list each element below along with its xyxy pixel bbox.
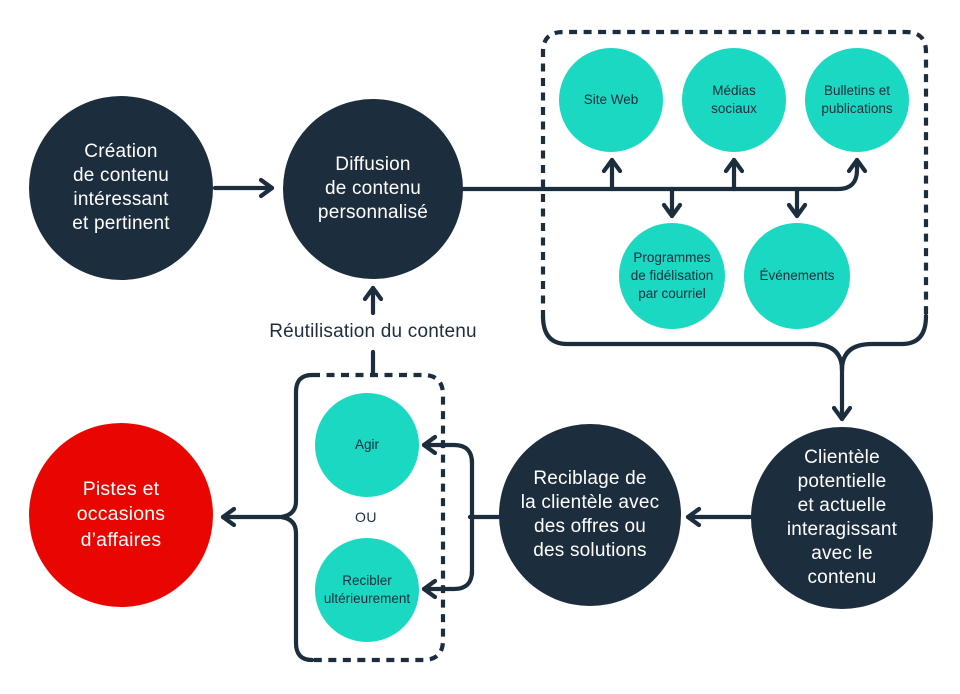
node-bulletins: Bulletins et publications xyxy=(805,48,909,152)
arrow-diffusion-to-bulletins xyxy=(459,157,868,192)
node-medias-sociaux: Médias sociaux xyxy=(682,48,786,152)
or-label: OU xyxy=(355,509,377,525)
node-reciblage: Reciblage de la clientèle avec des offre… xyxy=(499,424,681,606)
node-diffusion-label: Diffusion de contenu personnalisé xyxy=(317,153,429,224)
node-medias-sociaux-label: Médias sociaux xyxy=(711,83,757,116)
node-creation: Création de contenu intéressant et perti… xyxy=(29,96,213,280)
node-creation-label: Création de contenu intéressant et perti… xyxy=(72,140,170,235)
node-programmes-label: Programmes de fidélisation par courriel xyxy=(630,250,714,301)
node-agir-label: Agir xyxy=(354,437,379,453)
node-diffusion: Diffusion de contenu personnalisé xyxy=(283,99,463,279)
node-evenements: Événements xyxy=(744,223,850,329)
channels-funnel-right xyxy=(839,313,929,373)
node-recibler: Recibler ultérieurement xyxy=(315,538,419,642)
decision-brace xyxy=(280,372,315,663)
node-bulletins-label: Bulletins et publications xyxy=(821,83,893,116)
node-agir: Agir xyxy=(315,393,419,497)
node-site-web-label: Site Web xyxy=(583,92,639,108)
node-site-web: Site Web xyxy=(559,48,663,152)
arrow-bracket-to-agir xyxy=(421,434,475,466)
node-reciblage-label: Reciblage de la clientèle avec des offre… xyxy=(520,467,660,562)
decision-dashed-box xyxy=(312,372,446,663)
node-pistes-label: Pistes et occasions d’affaires xyxy=(76,477,166,551)
node-clientele: Clientèle potentielle et actuelle intera… xyxy=(751,427,933,609)
arrow-bracket-to-recibler xyxy=(421,568,475,600)
node-evenements-label: Événements xyxy=(759,268,835,284)
node-recibler-label: Recibler ultérieurement xyxy=(323,573,411,606)
node-clientele-label: Clientèle potentielle et actuelle intera… xyxy=(786,446,898,589)
node-programmes: Programmes de fidélisation par courriel xyxy=(619,223,725,329)
channels-funnel-left xyxy=(540,313,845,373)
channels-dashed-box xyxy=(540,29,929,318)
node-pistes: Pistes et occasions d’affaires xyxy=(29,423,213,607)
reuse-label: Réutilisation du contenu xyxy=(269,321,477,342)
